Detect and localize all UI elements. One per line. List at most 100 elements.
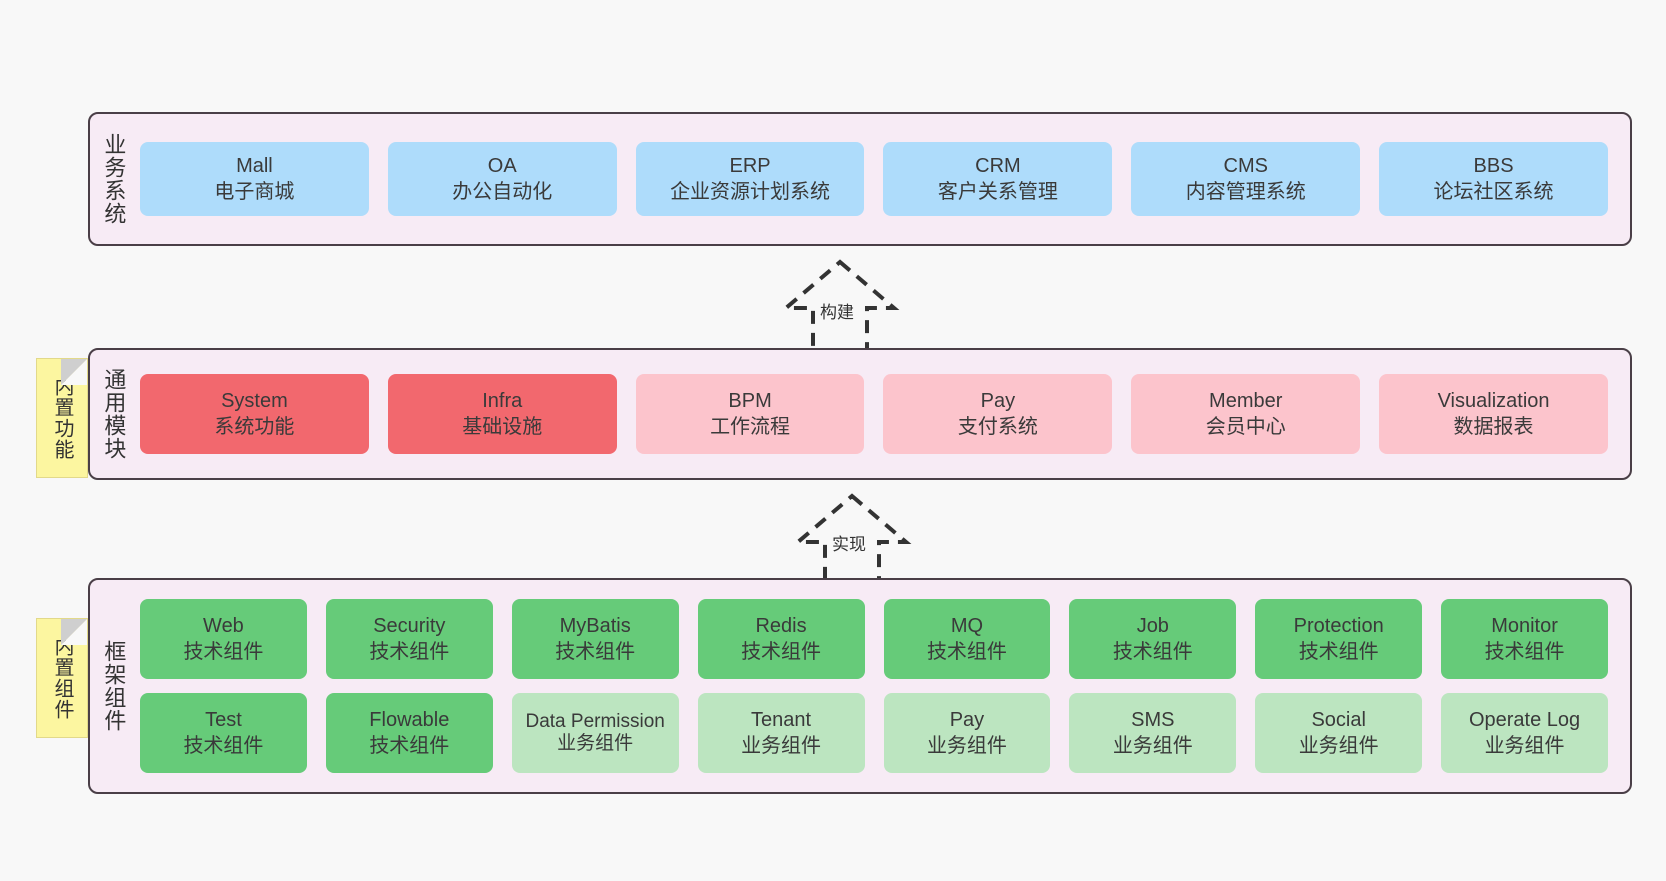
card-title: Member: [1209, 390, 1283, 412]
card-title: Web: [203, 615, 244, 637]
card-title: SMS: [1131, 709, 1175, 731]
card-bpm[interactable]: BPM 工作流程: [635, 374, 865, 454]
card-subtitle: 技术组件: [926, 641, 1007, 663]
card-title: CRM: [975, 155, 1021, 177]
card-title: Security: [373, 615, 446, 637]
note-text: 内置功能: [51, 376, 73, 460]
card-protection[interactable]: Protection 技术组件: [1255, 599, 1423, 679]
card-pay[interactable]: Pay 支付系统: [883, 374, 1113, 454]
card-title: BPM: [728, 390, 772, 412]
card-subtitle: 支付系统: [957, 416, 1038, 438]
card-system[interactable]: System 系统功能: [140, 374, 369, 454]
card-subtitle: 技术组件: [183, 735, 264, 757]
card-cms[interactable]: CMS 内容管理系统: [1131, 142, 1361, 216]
card-tenant[interactable]: Tenant 业务组件: [697, 693, 865, 773]
card-member[interactable]: Member 会员中心: [1131, 374, 1361, 454]
arrow-label-build: 构建: [818, 298, 856, 323]
card-title: Visualization: [1437, 390, 1550, 412]
card-subtitle: 业务组件: [1112, 735, 1193, 757]
card-operate-log[interactable]: Operate Log 业务组件: [1441, 693, 1608, 773]
card-subtitle: 企业资源计划系统: [670, 181, 831, 203]
layer-title-framework-components: 框架组件: [101, 640, 127, 732]
card-subtitle: 技术组件: [369, 641, 450, 663]
card-title: Redis: [755, 615, 807, 637]
arrow-build: 构建: [760, 258, 920, 354]
layer-common-modules: 通用模块 System 系统功能 Infra 基础设施 BPM 工作流程 Pay…: [88, 348, 1632, 480]
card-web[interactable]: Web 技术组件: [140, 599, 307, 679]
layer-body-common-modules: System 系统功能 Infra 基础设施 BPM 工作流程 Pay 支付系统…: [136, 350, 1630, 478]
card-mall[interactable]: Mall 电子商城: [140, 142, 369, 216]
card-oa[interactable]: OA 办公自动化: [387, 142, 617, 216]
card-subtitle: 客户关系管理: [937, 181, 1058, 203]
note-builtin-component: 内置组件: [36, 618, 88, 738]
card-infra[interactable]: Infra 基础设施: [387, 374, 617, 454]
card-sms[interactable]: SMS 业务组件: [1069, 693, 1237, 773]
card-bbs[interactable]: BBS 论坛社区系统: [1379, 142, 1608, 216]
layer-business-system: 业务系统 Mall 电子商城 OA 办公自动化 ERP 企业资源计划系统 CRM…: [88, 112, 1632, 246]
card-social[interactable]: Social 业务组件: [1255, 693, 1423, 773]
card-flowable[interactable]: Flowable 技术组件: [325, 693, 493, 773]
card-subtitle: 技术组件: [1112, 641, 1193, 663]
layer-framework-components: 框架组件 Web 技术组件 Security 技术组件 MyBatis 技术组件…: [88, 578, 1632, 794]
card-subtitle: 业务组件: [557, 733, 634, 754]
card-subtitle: 业务组件: [741, 735, 822, 757]
card-title: System: [221, 390, 288, 412]
card-title: Test: [205, 709, 242, 731]
card-subtitle: 系统功能: [214, 416, 295, 438]
card-subtitle: 业务组件: [926, 735, 1007, 757]
card-title: Infra: [482, 390, 523, 412]
card-subtitle: 内容管理系统: [1185, 181, 1306, 203]
card-title: Social: [1311, 709, 1366, 731]
card-job[interactable]: Job 技术组件: [1069, 599, 1237, 679]
card-title: MQ: [950, 615, 984, 637]
layer-body-business-system: Mall 电子商城 OA 办公自动化 ERP 企业资源计划系统 CRM 客户关系…: [136, 114, 1630, 244]
arrow-implement: 实现: [772, 492, 932, 588]
card-redis[interactable]: Redis 技术组件: [697, 599, 865, 679]
card-subtitle: 业务组件: [1484, 735, 1565, 757]
card-title: Job: [1136, 615, 1169, 637]
card-row: Mall 电子商城 OA 办公自动化 ERP 企业资源计划系统 CRM 客户关系…: [140, 142, 1608, 216]
card-data-permission[interactable]: Data Permission 业务组件: [511, 693, 679, 773]
card-subtitle: 技术组件: [1484, 641, 1565, 663]
card-mybatis[interactable]: MyBatis 技术组件: [511, 599, 679, 679]
card-test[interactable]: Test 技术组件: [140, 693, 307, 773]
card-row-business: Test 技术组件 Flowable 技术组件 Data Permission …: [140, 693, 1608, 773]
card-subtitle: 技术组件: [555, 641, 636, 663]
card-subtitle: 基础设施: [462, 416, 543, 438]
card-subtitle: 技术组件: [369, 735, 450, 757]
card-title: BBS: [1473, 155, 1514, 177]
card-subtitle: 办公自动化: [452, 181, 553, 203]
card-subtitle: 论坛社区系统: [1433, 181, 1554, 203]
card-subtitle: 技术组件: [741, 641, 822, 663]
note-text: 内置组件: [51, 636, 73, 720]
card-title: CMS: [1223, 155, 1268, 177]
card-pay-business[interactable]: Pay 业务组件: [883, 693, 1051, 773]
card-visualization[interactable]: Visualization 数据报表: [1379, 374, 1608, 454]
card-title: Pay: [980, 390, 1016, 412]
note-builtin-function: 内置功能: [36, 358, 88, 478]
card-erp[interactable]: ERP 企业资源计划系统: [635, 142, 865, 216]
card-title: Data Permission: [525, 710, 665, 732]
card-mq[interactable]: MQ 技术组件: [883, 599, 1051, 679]
card-subtitle: 工作流程: [710, 416, 791, 438]
card-subtitle: 电子商城: [214, 181, 295, 203]
card-title: Pay: [949, 709, 985, 731]
card-subtitle: 数据报表: [1453, 416, 1534, 438]
card-title: OA: [487, 155, 517, 177]
card-subtitle: 技术组件: [183, 641, 264, 663]
card-title: Protection: [1293, 615, 1384, 637]
card-crm[interactable]: CRM 客户关系管理: [883, 142, 1113, 216]
card-monitor[interactable]: Monitor 技术组件: [1441, 599, 1608, 679]
layer-title-common-modules: 通用模块: [101, 368, 127, 460]
card-row: System 系统功能 Infra 基础设施 BPM 工作流程 Pay 支付系统…: [140, 374, 1608, 454]
card-subtitle: 业务组件: [1298, 735, 1379, 757]
layer-body-framework-components: Web 技术组件 Security 技术组件 MyBatis 技术组件 Redi…: [136, 580, 1630, 792]
card-title: MyBatis: [559, 615, 631, 637]
card-security[interactable]: Security 技术组件: [325, 599, 493, 679]
card-title: ERP: [729, 155, 771, 177]
card-subtitle: 技术组件: [1298, 641, 1379, 663]
arrow-label-implement: 实现: [830, 530, 868, 555]
layer-title-business-system: 业务系统: [101, 133, 127, 225]
card-row-tech: Web 技术组件 Security 技术组件 MyBatis 技术组件 Redi…: [140, 599, 1608, 679]
